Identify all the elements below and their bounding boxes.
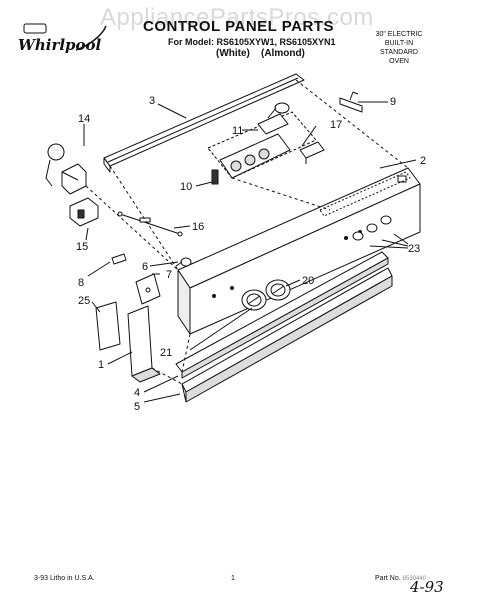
part-17-terminal	[299, 141, 325, 164]
part-7-bracket	[135, 273, 161, 305]
callout-25: 25	[78, 295, 90, 307]
callout-14: 14	[78, 113, 90, 125]
part-23-nuts	[352, 215, 392, 241]
assembly-guide-lines	[85, 79, 409, 385]
callout-3: 3	[149, 95, 155, 107]
oven-description: 30" ELECTRIC BUILT-IN STANDARD OVEN	[364, 30, 434, 66]
part-5-bottom-trim	[181, 267, 393, 403]
callout-5: 5	[134, 401, 140, 413]
part-14-thermostat	[45, 143, 87, 195]
callout-15: 15	[76, 241, 88, 253]
callout-11: 11	[232, 125, 243, 137]
callout-17: 17	[330, 119, 342, 131]
part-1-end-cap	[127, 305, 161, 383]
part-20-knob	[265, 279, 291, 301]
model-subtitle: For Model: RS6105XYW1, RS6105XYN1	[168, 37, 336, 47]
part-16-wire	[117, 211, 183, 237]
callout-1: 1	[98, 359, 104, 371]
part-11-switch	[267, 102, 290, 119]
callout-7: 7	[166, 269, 172, 281]
callout-8: 8	[78, 277, 84, 289]
part-label: Part No.	[375, 575, 401, 582]
callout-2: 2	[420, 155, 426, 167]
color-white-label: (White)	[216, 48, 250, 59]
callout-4: 4	[134, 387, 140, 399]
leader-lines	[83, 101, 417, 403]
part-25-pad	[95, 301, 121, 351]
page-title: CONTROL PANEL PARTS	[143, 18, 334, 35]
part-8-clip	[111, 253, 127, 265]
watermark: AppliancePartsPros.com	[100, 4, 374, 31]
litho-note: 3-93 Litho in U.S.A.	[34, 575, 95, 582]
callout-20: 20	[302, 275, 314, 287]
part-4-lower-trim	[175, 251, 389, 379]
part-9-bracket	[339, 91, 363, 113]
part-10-control-housing	[207, 111, 317, 185]
callout-6: 6	[142, 261, 148, 273]
oven-desc-line: 30" ELECTRIC	[375, 31, 423, 38]
whirlpool-logo: Whirlpool	[16, 22, 114, 68]
oven-desc-line: STANDARD	[380, 49, 418, 56]
part-21-knob	[241, 289, 267, 311]
part-15-switch	[69, 197, 99, 227]
callout-9: 9	[390, 96, 396, 108]
part-number-block: Part No. 8530440	[375, 575, 426, 582]
callout-21: 21	[160, 347, 172, 359]
callout-16: 16	[192, 221, 204, 233]
part-6-pin	[175, 257, 192, 267]
oven-desc-line: OVEN	[389, 58, 409, 65]
oven-desc-line: BUILT-IN	[384, 40, 414, 47]
page-number: 1	[231, 575, 235, 582]
part-3-top-trim	[103, 73, 305, 173]
callout-labels: 3 9 11 17 10 2 23 20 21 14 15 16 6 7 8 2…	[76, 95, 426, 413]
color-almond-label: (Almond)	[261, 48, 305, 59]
callout-23: 23	[408, 243, 420, 255]
part-number: 8530440	[402, 576, 426, 582]
callout-10: 10	[180, 181, 192, 193]
handwritten-date: 4-93	[410, 578, 444, 596]
brand-name: Whirlpool	[18, 36, 102, 54]
